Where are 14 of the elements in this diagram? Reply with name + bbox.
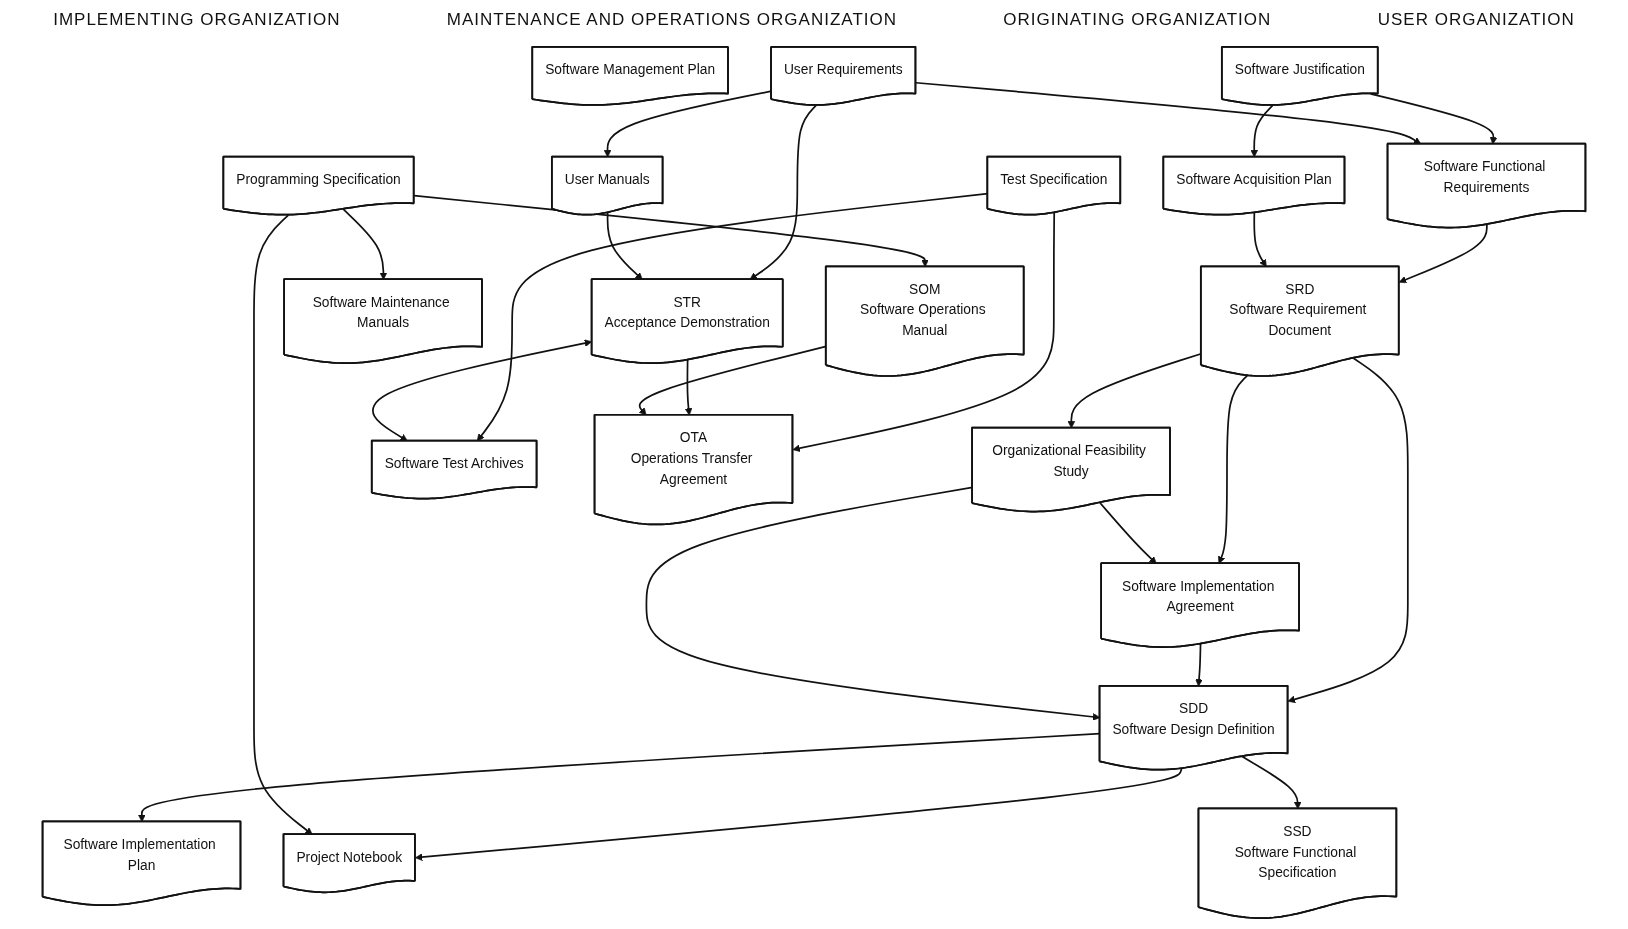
arrow — [645, 486, 1101, 721]
organization-label: ORIGINATING ORGANIZATION — [1003, 10, 1272, 30]
arrow — [253, 214, 313, 835]
organization-label: MAINTENANCE AND OPERATIONS ORGANIZATION — [446, 10, 897, 30]
arrow — [749, 104, 817, 280]
arrow — [1099, 501, 1157, 564]
arrow — [792, 211, 1056, 452]
arrow — [606, 211, 643, 280]
arrow — [342, 208, 388, 280]
arrow — [1398, 223, 1488, 284]
arrow — [1218, 374, 1249, 564]
organization-label: USER ORGANIZATION — [1377, 10, 1575, 30]
arrow — [1287, 357, 1409, 703]
organization-label: IMPLEMENTING ORGANIZATION — [53, 10, 341, 30]
